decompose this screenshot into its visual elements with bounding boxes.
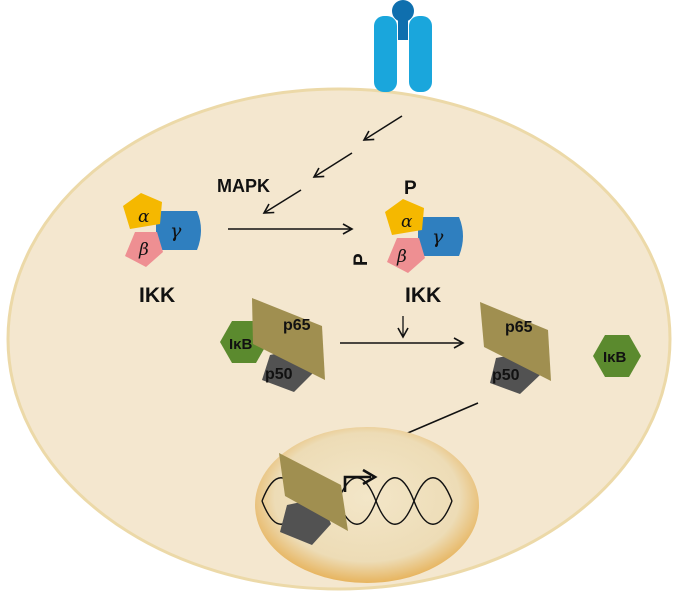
gamma-label: γ <box>170 220 182 242</box>
transcription-arrow <box>343 468 378 492</box>
p65-label: p65 <box>505 319 533 336</box>
gamma-label: γ <box>432 226 444 248</box>
alpha-subunit <box>385 199 424 235</box>
phospho-label-side: P <box>351 253 372 266</box>
ikk-complex-right: α β γ <box>385 199 463 273</box>
signal-arrow-3 <box>262 189 302 214</box>
p50-label: p50 <box>492 367 520 384</box>
ikb-label: IκB <box>229 336 253 353</box>
alpha-subunit <box>123 193 162 229</box>
nfkb-free-complex: p65 p50 <box>480 302 551 394</box>
p50-label: p50 <box>265 366 293 383</box>
membrane-receptor <box>374 0 432 92</box>
gamma-subunit <box>418 217 463 256</box>
phospho-label-top: P <box>404 178 417 199</box>
signal-arrow-1 <box>362 115 403 141</box>
ikk-complex-left: α β γ <box>123 193 201 267</box>
nfkb-dna-bound <box>279 453 348 545</box>
alpha-label: α <box>138 207 150 227</box>
beta-label: β <box>396 247 407 267</box>
ikb-label: IκB <box>603 349 627 366</box>
beta-subunit <box>387 238 425 273</box>
ikk-label-left: IKK <box>139 284 175 307</box>
beta-subunit <box>125 232 163 267</box>
ikk-label-right: IKK <box>405 284 441 307</box>
free-ikb: IκB <box>593 335 641 377</box>
alpha-label: α <box>401 212 413 232</box>
p65-label: p65 <box>283 317 311 334</box>
gamma-subunit <box>156 211 201 250</box>
p65-subunit <box>480 302 551 381</box>
signal-arrow-2 <box>312 152 353 178</box>
nfkb-ikb-complex: IκB p65 p50 <box>220 298 325 392</box>
mapk-label: MAPK <box>217 176 270 196</box>
ikb-hexagon <box>593 335 641 377</box>
beta-label: β <box>138 240 149 260</box>
p65-subunit <box>252 298 325 380</box>
p65-subunit <box>279 453 348 531</box>
